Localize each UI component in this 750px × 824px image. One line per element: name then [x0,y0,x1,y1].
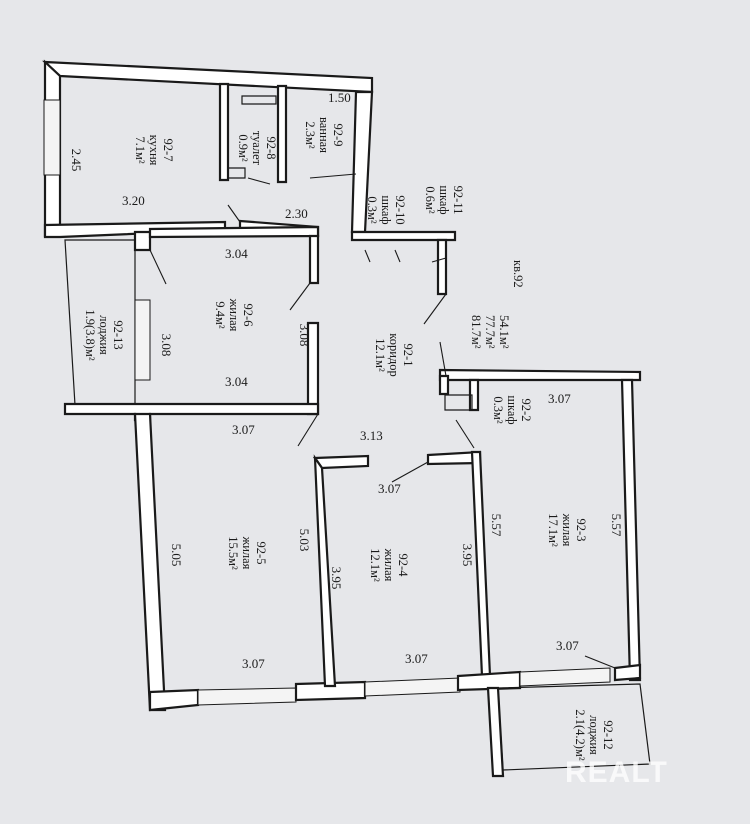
room-92-7-label: 92-7 кухня 7.1м² [133,135,175,166]
dim-label: 3.95 [460,544,475,567]
room-92-12-name: лоджия [587,715,601,755]
dim-label: 3.07 [556,638,579,653]
dim-label: 3.13 [360,428,383,443]
room-92-8-name: туалет [250,131,264,166]
room-92-5-name: жилая [240,536,254,570]
room-92-2-label: 92-2 шкаф 0.3м² [491,395,533,424]
room-92-1-name: коридор [387,333,401,377]
apartment-number: кв.92 [511,260,525,288]
room-92-10-name: шкаф [379,195,393,224]
room-92-7-name: кухня [147,135,161,166]
total-area: 77.7м² [483,315,497,349]
room-92-12-label: 92-12 лоджия 2.1(4.2)м² [573,709,615,760]
room-92-12-id: 92-12 [601,720,615,749]
doors [149,173,616,669]
room-92-8-id: 92-8 [264,137,278,160]
walls [42,59,651,778]
watermark-logo: REALT [565,756,668,789]
room-92-4-area: 12.1м² [368,548,382,582]
dim-label: 3.20 [122,193,145,208]
room-92-2-id: 92-2 [519,399,533,422]
room-92-2-area: 0.3м² [491,396,505,424]
room-92-6-area: 9.4м² [213,301,227,329]
room-92-5-id: 92-5 [254,542,268,565]
dimension-labels: 1.50 2.45 3.20 2.30 3.04 3.08 3.08 3.04 … [69,90,624,671]
room-92-8-area: 0.9м² [236,134,250,162]
room-92-3-id: 92-3 [574,519,588,542]
apartment-summary: кв.92 54.1м² 77.7м² 81.7м² [469,260,525,349]
dim-label: 2.45 [69,149,84,172]
dim-label: 3.07 [378,481,401,496]
room-92-10-area: 0.3м² [365,196,379,224]
room-92-11-area: 0.6м² [423,186,437,214]
room-92-6-label: 92-6 жилая 9.4м² [213,298,255,332]
room-92-4-name: жилая [382,548,396,582]
room-92-11-name: шкаф [437,185,451,214]
room-92-5-label: 92-5 жилая 15.5м² [226,536,268,570]
room-92-7-area: 7.1м² [133,136,147,164]
dim-label: 5.57 [489,514,504,537]
room-92-6-id: 92-6 [241,304,255,327]
room-92-10-id: 92-10 [393,195,407,224]
room-92-5-area: 15.5м² [226,536,240,570]
room-92-7-id: 92-7 [161,139,175,162]
room-92-1-area: 12.1м² [373,338,387,372]
room-92-3-label: 92-3 жилая 17.1м² [546,513,588,547]
room-92-12-area: 2.1(4.2)м² [573,709,587,760]
dim-label: 3.07 [232,422,255,437]
room-labels: 92-7 кухня 7.1м² 92-8 туалет 0.9м² 92-9 … [83,117,615,761]
room-92-9-name: ванная [317,117,331,153]
dim-label: 3.95 [329,567,344,590]
room-92-8-label: 92-8 туалет 0.9м² [236,131,278,166]
room-92-1-id: 92-1 [401,344,415,367]
dim-label: 3.08 [159,334,174,357]
room-92-10-label: 92-10 шкаф 0.3м² [365,195,407,224]
room-92-6-name: жилая [227,298,241,332]
dim-label: 3.07 [242,656,265,671]
dim-label: 3.07 [405,651,428,666]
dim-label: 3.04 [225,246,248,261]
dim-label: 3.04 [225,374,248,389]
dim-label: 5.03 [297,529,312,552]
room-92-2-name: шкаф [505,395,519,424]
total-with-loggia: 81.7м² [469,315,483,349]
room-92-4-label: 92-4 жилая 12.1м² [368,548,410,582]
dim-label: 3.08 [297,324,312,347]
living-area: 54.1м² [497,315,511,349]
room-92-11-id: 92-11 [451,186,465,215]
room-92-1-label: 92-1 коридор 12.1м² [373,333,415,377]
room-92-13-name: лоджия [97,315,111,355]
room-92-11-label: 92-11 шкаф 0.6м² [423,185,465,214]
dim-label: 1.50 [328,90,351,105]
dim-label: 3.07 [548,391,571,406]
room-92-9-area: 2.3м² [303,121,317,149]
dim-label: 2.30 [285,206,308,221]
room-92-3-name: жилая [560,513,574,547]
dim-label: 5.05 [169,544,184,567]
room-92-9-label: 92-9 ванная 2.3м² [303,117,345,153]
room-92-9-id: 92-9 [331,124,345,147]
room-92-13-label: 92-13 лоджия 1.9(3.8)м² [83,309,125,360]
room-92-3-area: 17.1м² [546,513,560,547]
dim-label: 5.57 [609,514,624,537]
room-92-13-area: 1.9(3.8)м² [83,309,97,360]
room-92-4-id: 92-4 [396,554,410,578]
room-92-13-id: 92-13 [111,320,125,349]
